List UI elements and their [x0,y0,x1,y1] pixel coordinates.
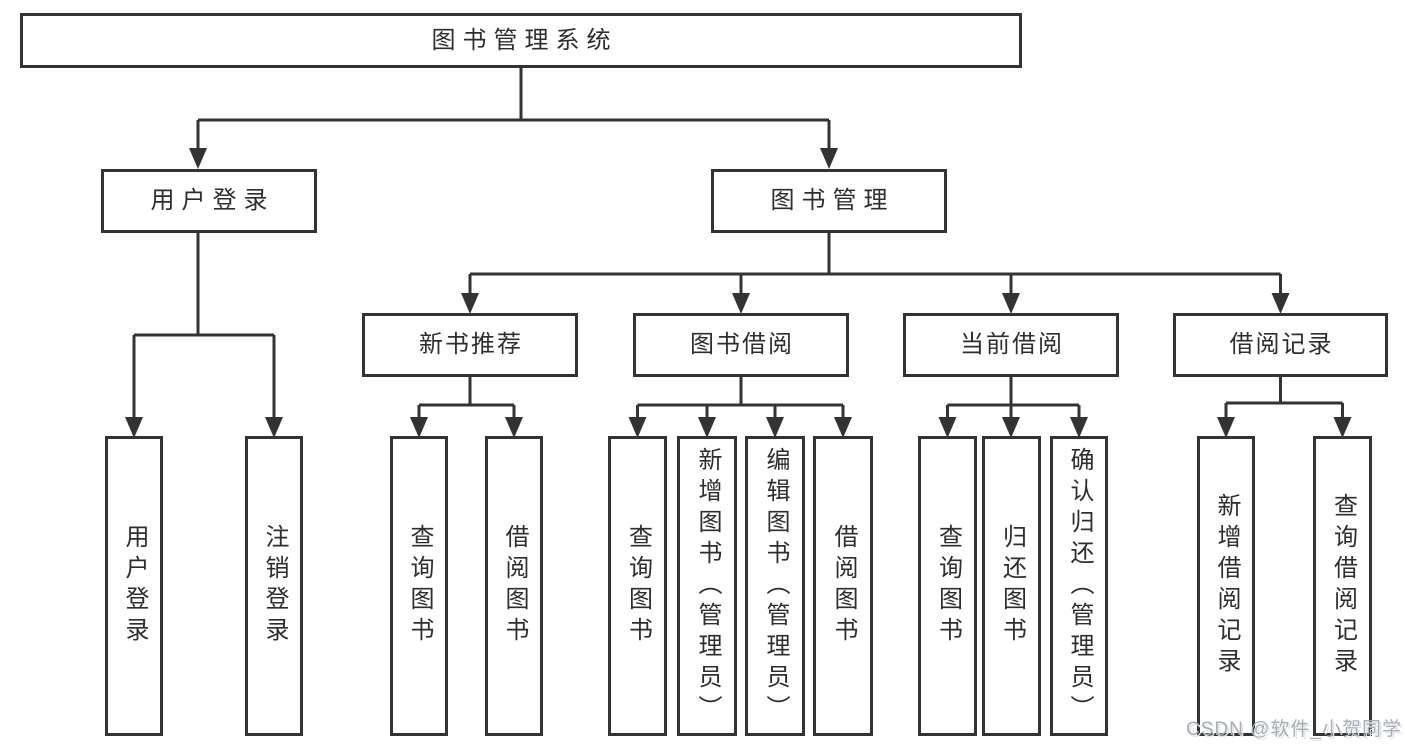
leaf-query-borrow-record: 查询借阅记录 [1313,436,1372,736]
connector-borrowing-records [1224,377,1344,419]
leaf-logout: 注销登录 [245,436,303,736]
node-label: 借阅图书 [830,524,857,648]
leaf-add-borrow-record: 新增借阅记录 [1197,436,1255,736]
arrow-down-icon [1217,417,1352,438]
node-label: 查询图书 [406,524,433,648]
arrow-down-icon [461,293,1290,314]
leaf-return-book: 归还图书 [982,436,1041,736]
leaf-query-books-newbook: 查询图书 [390,436,448,736]
leaf-borrow-books-borrowing: 借阅图书 [813,436,873,736]
node-label: 新增借阅记录 [1213,493,1240,679]
node-library-system: 图书管理系统 [20,13,1022,68]
node-label: 编辑图书（管理员） [762,446,789,726]
connector-book-management [468,233,1282,295]
node-label: 查询图书 [934,524,962,648]
node-label: 注销登录 [261,524,288,648]
connector-book-borrowing [636,377,845,419]
connector-new-book [417,377,516,419]
node-new-book-recommend: 新书推荐 [362,313,578,377]
node-label: 图书管理 [770,187,895,214]
node-label: 用户登录 [121,524,148,648]
node-label: 查询借阅记录 [1329,493,1357,679]
leaf-query-books-borrowing: 查询图书 [608,436,667,736]
node-current-borrowing: 当前借阅 [903,313,1119,377]
arrow-down-icon [410,417,523,438]
node-label: 图书借阅 [690,331,794,358]
leaf-add-book-admin: 新增图书（管理员） [677,436,737,736]
node-borrowing-records: 借阅记录 [1173,313,1388,377]
arrow-down-icon [189,148,838,169]
csdn-watermark: CSDN @软件_小贺同学 [1186,719,1402,740]
leaf-query-books-current: 查询图书 [918,436,977,736]
leaf-borrow-books-newbook: 借阅图书 [485,436,543,736]
leaf-confirm-return-admin: 确认归还（管理员） [1050,436,1108,736]
connector-current-borrowing [946,377,1081,419]
node-label: 借阅记录 [1229,331,1334,358]
connector-user-login [132,233,276,419]
node-book-borrowing: 图书借阅 [633,313,849,377]
arrow-down-icon [938,417,1088,438]
arrow-down-icon [125,417,283,438]
node-label: 借阅图书 [501,524,528,648]
node-book-management: 图书管理 [711,169,947,233]
connector-root [196,68,831,150]
node-label: 确认归还（管理员） [1066,446,1093,726]
leaf-edit-book-admin: 编辑图书（管理员） [745,436,805,736]
arrow-down-icon [628,417,852,438]
node-label: 用户登录 [150,187,275,214]
node-label: 新书推荐 [419,331,523,358]
node-label: 新增图书（管理员） [694,446,721,726]
node-user-login: 用户登录 [101,169,317,233]
leaf-user-login: 用户登录 [105,436,163,736]
node-label: 查询图书 [624,524,652,648]
node-label: 图书管理系统 [431,26,618,54]
node-label: 归还图书 [998,524,1026,648]
node-label: 当前借阅 [960,331,1064,358]
